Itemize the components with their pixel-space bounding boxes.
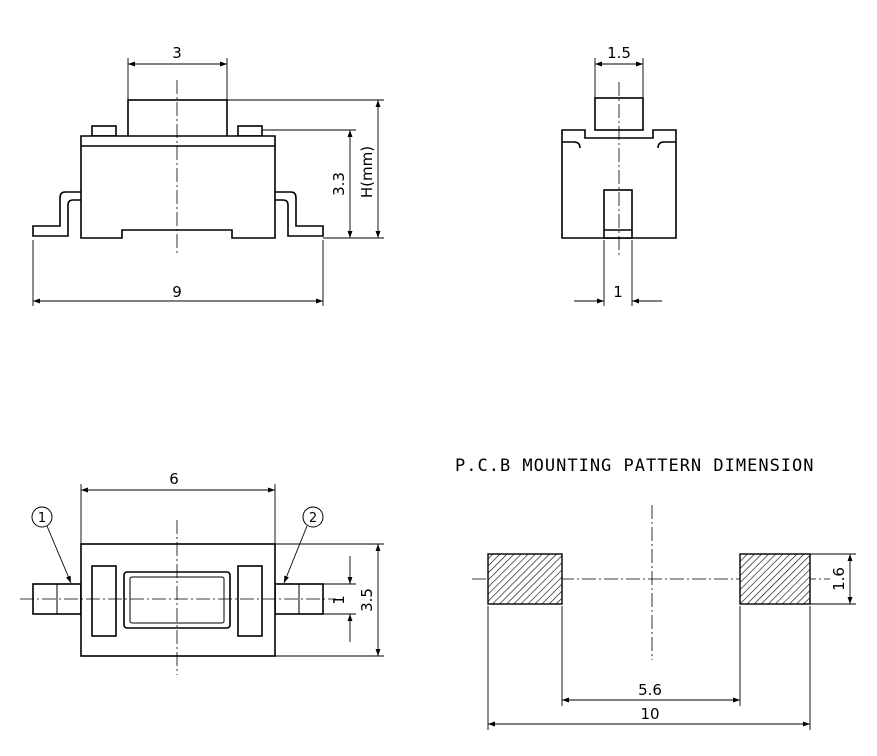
- pcb-pad-right: [739, 553, 811, 605]
- top-dim-width-label: 6: [169, 470, 179, 488]
- pcb-dim-inner-label: 5.6: [638, 681, 662, 699]
- side-view: 1.5 1: [561, 44, 677, 306]
- front-dim-width-label: 9: [172, 283, 182, 301]
- front-dim-top-label: 3: [172, 44, 182, 62]
- pcb-pattern: P.C.B MOUNTING PATTERN DIMENSION 1.6 5.6…: [455, 456, 856, 730]
- pcb-dim-outer-label: 10: [640, 705, 659, 723]
- front-lead-right: [275, 191, 324, 237]
- top-dim-height-label: 3.5: [358, 588, 376, 612]
- front-tab-left: [91, 125, 117, 137]
- pcb-dim-pad-height-label: 1.6: [830, 567, 848, 591]
- front-tab-right: [237, 125, 263, 137]
- front-dim-body-height-label: 3.3: [330, 172, 348, 196]
- top-block-left: [91, 565, 117, 637]
- front-plunger: [127, 99, 228, 139]
- terminal-1-marker: [31, 506, 53, 528]
- terminal-2-label: 2: [309, 511, 317, 526]
- pcb-pad-left: [487, 553, 563, 605]
- front-dim-total-height-label: H(mm): [358, 146, 376, 198]
- side-dim-top-label: 1.5: [607, 44, 631, 62]
- front-view: 3 9 3.3 H(mm): [32, 44, 384, 306]
- side-plunger: [594, 97, 644, 131]
- front-body: [80, 135, 276, 239]
- pcb-title: P.C.B MOUNTING PATTERN DIMENSION: [455, 456, 815, 476]
- top-view: 6 3.5 1 1 2: [20, 470, 384, 675]
- terminal-2-marker: [302, 506, 324, 528]
- top-dim-terminal-label: 1: [330, 595, 348, 605]
- front-lead-left: [32, 191, 81, 237]
- terminal-1-label: 1: [38, 511, 46, 526]
- top-block-right: [237, 565, 263, 637]
- side-dim-bottom-label: 1: [613, 283, 623, 301]
